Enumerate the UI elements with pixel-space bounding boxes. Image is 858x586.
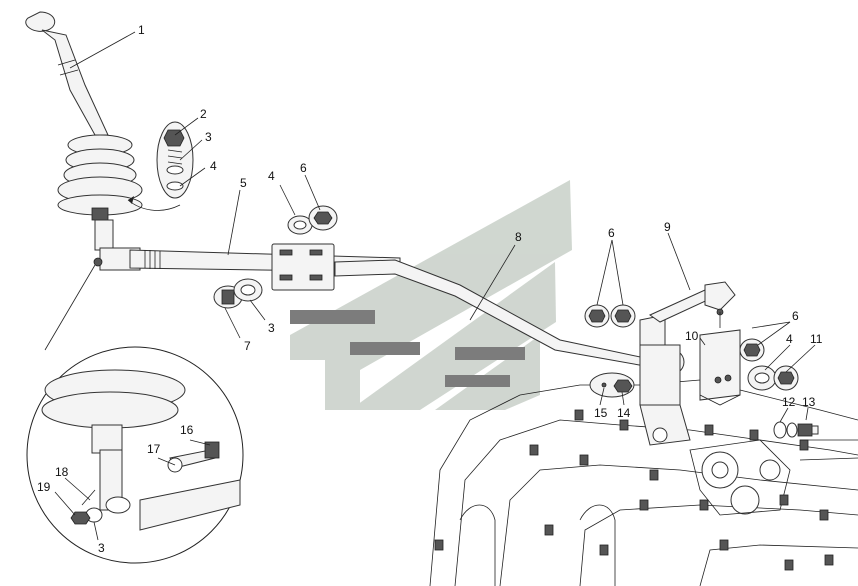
callout-3: 3 [98,541,105,555]
callout-8: 8 [515,230,522,244]
watermark-logo [290,180,572,410]
callout-6: 6 [608,226,615,240]
hardware-group-9 [584,304,636,328]
callout-10: 10 [685,329,699,343]
callout-4: 4 [210,159,217,173]
callout-3: 3 [205,130,212,144]
callout-3: 3 [268,321,275,335]
callout-5: 5 [240,176,247,190]
callout-16: 16 [180,423,194,437]
engine-block [429,379,858,586]
bracket [699,329,741,406]
callout-13: 13 [802,395,816,409]
callout-labels: 1 2 3 4 5 4 6 8 3 7 6 9 10 6 4 11 15 14 … [37,23,823,555]
hardware-group-right [739,338,799,391]
callout-15: 15 [594,406,608,420]
callout-6: 6 [792,309,799,323]
hardware-group-12-13 [773,421,819,439]
gear-lever-boot [57,134,143,221]
hardware-group-14-15 [589,372,635,398]
callout-1: 1 [138,23,145,37]
callout-4: 4 [786,332,793,346]
gear-lever [25,11,109,136]
detail-inset [26,264,244,564]
callout-18: 18 [55,465,69,479]
callout-6: 6 [300,161,307,175]
hardware-group-rod-end [213,278,263,309]
callout-9: 9 [664,220,671,234]
callout-14: 14 [617,406,631,420]
callout-12: 12 [782,395,796,409]
hardware-group-upper [287,205,338,235]
callout-11: 11 [810,332,823,346]
hardware-group-2-3-4 [156,121,194,199]
callout-7: 7 [244,339,251,353]
leader-lines [54,31,816,541]
engine-bolt-row [434,409,834,571]
bellcrank-assembly [639,281,736,446]
callout-2: 2 [200,107,207,121]
callout-17: 17 [147,442,161,456]
callout-4: 4 [268,169,275,183]
callout-19: 19 [37,480,51,494]
